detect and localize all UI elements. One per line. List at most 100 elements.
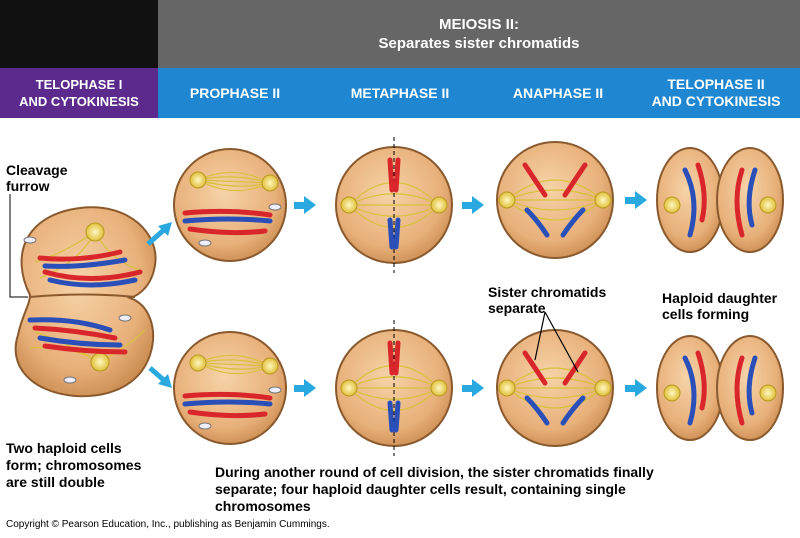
prophase-ii-cell (173, 331, 287, 445)
chromosome (187, 226, 268, 236)
chromosome (182, 399, 273, 407)
chromosome (682, 355, 697, 426)
spindle-fiber (506, 387, 604, 409)
chromosome (695, 350, 707, 411)
chromosome (522, 162, 548, 198)
diagonal-arrow-icon (158, 374, 172, 388)
phase-anaphase-ii: ANAPHASE II (488, 68, 628, 118)
telophase-i-cell (14, 206, 157, 398)
phase-prophase-ii: PROPHASE II (170, 68, 300, 118)
phase-label-line2: AND CYTOKINESIS (19, 94, 139, 109)
spindle-fiber (506, 377, 604, 389)
centrosome (759, 196, 777, 214)
chromosome (746, 167, 758, 228)
centrosome (663, 384, 681, 402)
caption-line: separate; four haploid daughter cells re… (215, 481, 626, 497)
chromosome (393, 217, 401, 250)
phase-label-line2: AND CYTOKINESIS (651, 93, 781, 109)
label-line: furrow (6, 178, 50, 194)
chromosome (560, 207, 586, 238)
chromosome (746, 355, 758, 416)
metaphase-ii-cell (335, 320, 453, 456)
phase-label-line1: TELOPHASE I (35, 77, 123, 92)
centrosome (663, 196, 681, 214)
centrosome (759, 384, 777, 402)
spindle-fiber (506, 387, 604, 399)
phase-telophase-ii: TELOPHASE II AND CYTOKINESIS (636, 68, 796, 118)
prophase-ii-cell (173, 148, 287, 262)
phase-telophase-i: TELOPHASE I AND CYTOKINESIS (0, 68, 158, 118)
chromosome (393, 340, 401, 376)
meiosis-diagram (9, 137, 784, 456)
chromosome (524, 207, 550, 238)
right-arrow-icon (462, 379, 484, 397)
right-arrow-icon (462, 196, 484, 214)
phase-label-line1: ANAPHASE II (512, 84, 604, 101)
spindle-fiber (348, 204, 440, 228)
chromosome (393, 400, 401, 433)
centrosome (430, 379, 448, 397)
label-line: cells forming (662, 306, 750, 322)
anaphase-ii-cell (496, 141, 614, 259)
spindle-fiber (506, 179, 604, 201)
chromosome (734, 167, 745, 238)
chromosome (182, 391, 273, 401)
telophase-ii-cell (656, 147, 784, 253)
centrosome (340, 379, 358, 397)
chromosome (562, 162, 588, 198)
centrosome (594, 379, 612, 397)
chromosome (524, 395, 550, 426)
chromosome (393, 157, 401, 193)
anaphase-ii-cell (496, 329, 614, 447)
label-line: Sister chromatids (488, 284, 607, 300)
header-title: MEIOSIS II: (438, 16, 519, 33)
sister-chromatids-label: Sister chromatids separate (488, 284, 606, 316)
right-arrow-icon (625, 191, 647, 209)
label-line: form; chromosomes (6, 457, 142, 473)
spindle-fiber (348, 387, 440, 411)
right-arrow-icon (294, 379, 316, 397)
chromosome (734, 355, 745, 426)
centrosome (261, 357, 279, 375)
chromosome (387, 157, 395, 193)
chromosome (560, 395, 586, 426)
chromosome (387, 217, 395, 250)
metaphase-ii-cell (335, 137, 453, 273)
label-line: separate (488, 300, 546, 316)
haploid-forming-label: Haploid daughter cells forming (662, 290, 777, 322)
header-subtitle: Separates sister chromatids (378, 35, 580, 52)
chromosome (387, 400, 395, 433)
header-black-block (0, 0, 158, 68)
cleavage-furrow-pointer (9, 194, 28, 298)
centrosome (498, 191, 516, 209)
telophase-ii-cell (656, 335, 784, 441)
copyright: Copyright © Pearson Education, Inc., pub… (6, 519, 330, 530)
label-line: Two haploid cells (6, 440, 122, 456)
caption: During another round of cell division, t… (215, 464, 654, 515)
diagonal-arrow-icon (158, 222, 172, 236)
centrosome (261, 174, 279, 192)
centrosome (594, 191, 612, 209)
phase-label-line1: PROPHASE II (189, 84, 281, 101)
phase-label-line1: TELOPHASE II (667, 76, 765, 92)
chromosome (562, 350, 588, 386)
chromosome (682, 167, 697, 238)
caption-line: chromosomes (215, 498, 311, 514)
label-line: Cleavage (6, 162, 68, 178)
two-haploid-label: Two haploid cells form; chromosomes are … (6, 440, 141, 491)
phase-metaphase-ii: METAPHASE II (330, 68, 470, 118)
cleavage-furrow-label: Cleavage furrow (6, 162, 67, 194)
caption-line: During another round of cell division, t… (215, 464, 654, 480)
phase-bar (158, 68, 800, 118)
spindle-fiber (506, 199, 604, 211)
label-line: are still double (6, 474, 105, 490)
sister-chromatids-pointer (534, 311, 579, 373)
meiosis-ii-header: MEIOSIS II: Separates sister chromatids (158, 0, 800, 68)
centrosome (189, 171, 207, 189)
chromosome (182, 216, 273, 224)
centrosome (430, 196, 448, 214)
right-arrow-icon (625, 379, 647, 397)
chromosome (187, 409, 268, 419)
chromosome (522, 350, 548, 386)
phase-label-line1: METAPHASE II (350, 84, 450, 101)
